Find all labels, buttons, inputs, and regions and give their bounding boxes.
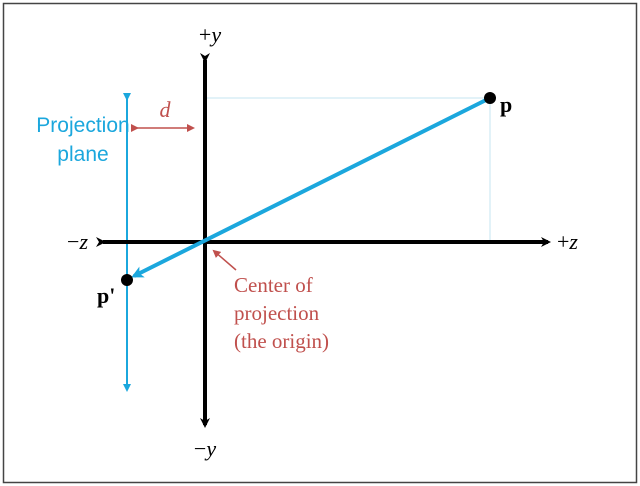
center-label-line3: (the origin) [234,329,329,353]
projection-ray [131,96,491,278]
minus-z-label: −z [67,229,88,254]
point-p-prime-label: p' [97,283,115,308]
point-p-prime-marker [121,274,133,286]
center-arrow [212,249,237,271]
projection-plane-label-line1: Projection [36,114,129,137]
minus-y-label: −y [194,436,216,461]
center-label-line1: Center of [234,273,313,297]
point-p-marker [484,92,496,104]
distance-label: d [160,97,172,122]
projection-plane-label-line2: plane [57,143,108,166]
center-label-line2: projection [234,301,320,325]
plus-y-label: +y [199,22,221,47]
plus-z-label: +z [557,229,578,254]
point-p-label: p [500,92,512,117]
